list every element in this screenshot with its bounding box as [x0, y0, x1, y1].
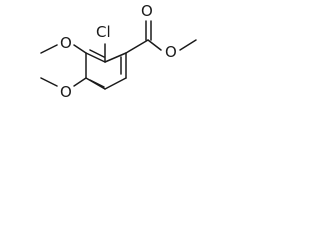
bond-methoxy-o-methyl-top — [40, 44, 58, 54]
atom-label-ester-oxygen: O — [165, 43, 177, 61]
bond-c3-methoxy-o — [73, 44, 87, 54]
atom-label-methoxy-oxygen-top: O — [60, 34, 72, 52]
atom-label-methoxy-oxygen-bottom: O — [60, 83, 72, 101]
ring-double-bond-c4-c5 — [89, 79, 105, 88]
bond-c4-methoxy-o — [73, 77, 87, 87]
ring-bond-c2-c3 — [85, 52, 106, 63]
benzene-ring — [85, 49, 127, 90]
ring-bond-c1-c2 — [104, 52, 127, 63]
bond-c1-carbonyl-c — [125, 39, 149, 54]
ring-bond-c5-c6 — [104, 77, 127, 90]
molecule-structure: Cl O O O O — [40, 2, 197, 101]
atom-label-chlorine: Cl — [96, 23, 111, 41]
bond-carbonyl-c-ester-o — [147, 39, 162, 51]
bond-ester-o-methyl — [179, 39, 197, 51]
ring-double-bond-c2-c3 — [89, 49, 105, 58]
atom-label-carbonyl-oxygen: O — [141, 2, 153, 20]
bond-methoxy-o-methyl-bottom — [40, 77, 58, 87]
